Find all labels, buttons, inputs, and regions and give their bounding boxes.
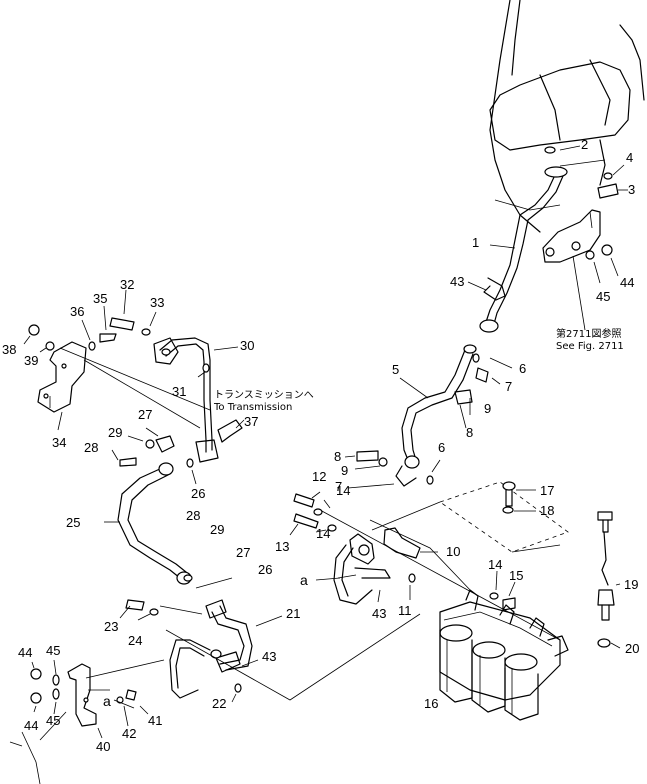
part-label-19: 19 <box>624 577 639 592</box>
part-label-23: 23 <box>104 619 119 634</box>
part-label-25: 25 <box>66 515 81 530</box>
part-label-44c: 44 <box>24 718 39 733</box>
part-label-27a: 27 <box>138 407 153 422</box>
part-label-29a: 29 <box>108 425 123 440</box>
part-label-15: 15 <box>509 568 524 583</box>
part-label-10: 10 <box>446 544 461 559</box>
part-label-27b: 27 <box>236 545 251 560</box>
see-fig-note-jp: 第2711図参照 <box>556 329 622 340</box>
part-label-45b: 45 <box>46 643 61 658</box>
part-label-45a: 45 <box>596 289 611 304</box>
part-label-9a: 9 <box>484 401 492 416</box>
part-label-4: 4 <box>626 150 634 165</box>
transmission-note-en: To Transmission <box>214 401 293 413</box>
part-label-29b: 29 <box>210 522 225 537</box>
part-label-9b: 9 <box>341 463 349 478</box>
part-label-2: 2 <box>581 137 589 152</box>
part-label-20: 20 <box>625 641 640 656</box>
part-label-7a: 7 <box>505 379 513 394</box>
part-label-5: 5 <box>392 362 400 377</box>
fitting-10 <box>333 527 421 605</box>
part-label-1: 1 <box>472 235 480 250</box>
part-label-7b: 7 <box>335 479 343 494</box>
transmission-note-jp: トランスミッションへ <box>214 390 314 401</box>
part-label-28b: 28 <box>186 508 201 523</box>
part-label-34: 34 <box>52 435 67 450</box>
connection-label-a-bottom: a <box>103 693 111 709</box>
part-label-35: 35 <box>93 291 108 306</box>
part-label-3: 3 <box>628 182 636 197</box>
part-label-6a: 6 <box>519 361 527 376</box>
connection-label-a-center: a <box>300 572 308 588</box>
hose-25 <box>117 462 192 585</box>
bracket-34 <box>37 341 87 413</box>
sensor-19 <box>597 511 615 648</box>
bracket-40 <box>9 659 165 784</box>
part-label-37: 37 <box>244 414 259 429</box>
filter-assembly-16 <box>439 589 569 721</box>
part-label-44a: 44 <box>620 275 635 290</box>
part-label-42: 42 <box>122 726 137 741</box>
part-label-8b: 8 <box>334 449 342 464</box>
part-label-11: 11 <box>398 603 412 618</box>
part-label-14b: 14 <box>316 526 331 541</box>
part-label-12: 12 <box>312 469 327 484</box>
see-fig-note-en: See Fig. 2711 <box>556 340 624 352</box>
hose-5 <box>395 344 477 487</box>
part-label-38: 38 <box>2 342 17 357</box>
part-label-45c: 45 <box>46 713 61 728</box>
transmission-note: トランスミッションへ To Transmission <box>214 390 314 413</box>
pipe-1 <box>479 166 601 333</box>
pipe-30 <box>153 337 243 463</box>
part-label-14a: 14 <box>336 483 351 498</box>
part-label-43c: 43 <box>262 649 277 664</box>
see-fig-note: 第2711図参照 See Fig. 2711 <box>556 329 624 352</box>
part-label-18: 18 <box>540 503 555 518</box>
part-label-24: 24 <box>128 633 143 648</box>
part-label-6b: 6 <box>438 440 446 455</box>
part-label-26a: 26 <box>191 486 206 501</box>
part-label-14c: 14 <box>488 557 503 572</box>
part-label-26b: 26 <box>258 562 273 577</box>
part-label-16: 16 <box>424 696 439 711</box>
part-label-22: 22 <box>212 696 227 711</box>
part-label-33: 33 <box>150 295 165 310</box>
bolt-group-top <box>544 146 619 260</box>
part-label-43b: 43 <box>372 606 387 621</box>
transmission-housing <box>489 0 645 233</box>
part-label-39: 39 <box>24 353 39 368</box>
part-label-28a: 28 <box>84 440 99 455</box>
part-label-31: 31 <box>172 384 187 399</box>
part-label-13: 13 <box>275 539 290 554</box>
part-label-41: 41 <box>148 713 163 728</box>
part-label-44b: 44 <box>18 645 33 660</box>
part-label-17: 17 <box>540 483 555 498</box>
part-label-40: 40 <box>96 739 111 754</box>
part-label-30: 30 <box>240 338 255 353</box>
pipe-21 <box>205 599 253 673</box>
part-label-43a: 43 <box>450 274 465 289</box>
part-label-21: 21 <box>286 606 301 621</box>
part-label-8a: 8 <box>466 425 474 440</box>
part-label-32: 32 <box>120 277 135 292</box>
part-label-36: 36 <box>70 304 85 319</box>
